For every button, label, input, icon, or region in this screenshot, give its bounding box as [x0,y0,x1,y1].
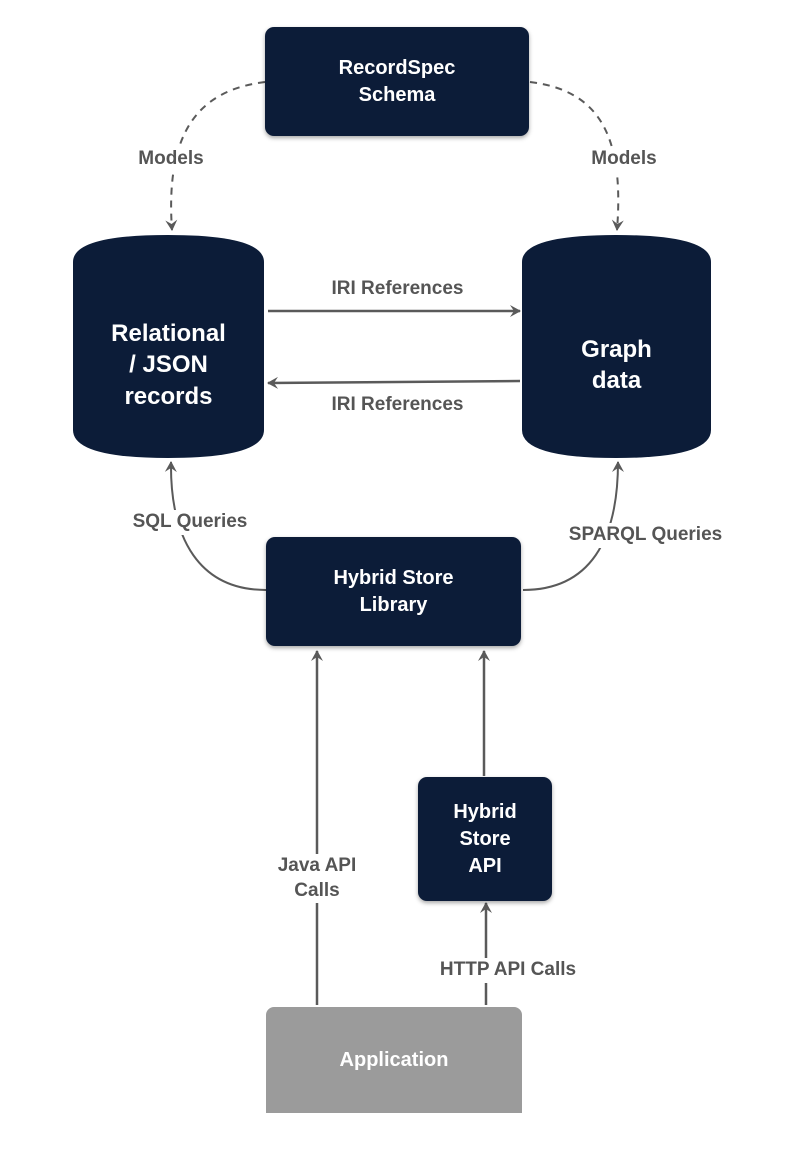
node-hybrid-store-api-label: Hybrid Store API [453,800,517,877]
edge-iri-to-relational [267,376,521,389]
edge-sparql [522,461,624,591]
node-hybrid-store-library: Hybrid Store Library [266,537,521,646]
edge-label-java: Java API Calls [262,854,372,904]
edge-models-right [529,81,624,231]
node-recordspec-schema: RecordSpec Schema [265,27,529,136]
node-graph-label: Graph data [581,335,652,394]
cylinder-relational [73,235,264,458]
edge-label-models-right: Models [578,147,670,172]
node-recordspec-schema-label: RecordSpec Schema [338,56,456,106]
node-application: Application [266,1007,522,1113]
edge-label-iri-to-relational: IRI References [331,394,464,415]
node-hybrid-store-library-label: Hybrid Store Library [333,566,454,616]
edge-label-sparql: SPARQL Queries [548,523,743,548]
edge-label-http: HTTP API Calls [420,958,596,983]
node-hybrid-store-api: Hybrid Store API [418,777,552,901]
node-relational-label: Relational / JSON records [111,320,226,410]
edge-label-iri-to-graph: IRI References [331,278,464,299]
node-application-label: Application [339,1048,449,1071]
edge-label-models-left: Models [125,147,217,172]
edge-label-sql: SQL Queries [115,510,265,535]
edge-sql [164,461,267,591]
cylinder-graph [522,235,711,458]
